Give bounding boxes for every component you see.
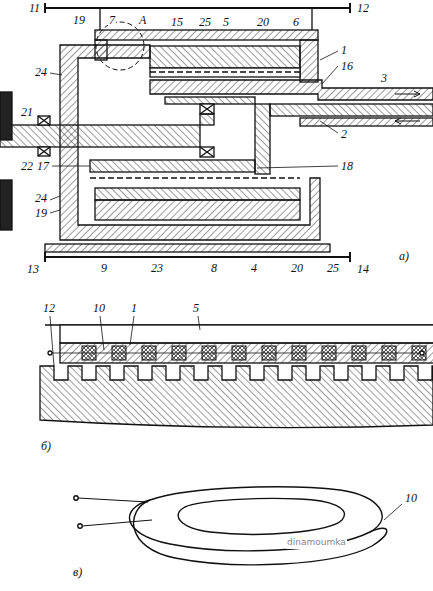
rotor-part: [95, 200, 300, 220]
rod-link: [99, 8, 100, 30]
figure-label: в): [72, 566, 83, 579]
callout-number: 19: [72, 14, 86, 27]
callout-number: 1: [340, 44, 348, 57]
shaft-flange: [255, 104, 270, 174]
bearing: [38, 116, 50, 156]
callout-number: 19: [34, 207, 48, 220]
rotor-part: [95, 188, 300, 200]
hollow-shaft: [300, 118, 433, 126]
callout-number: 24: [34, 66, 48, 79]
rotor: [165, 97, 255, 104]
callout-number: 7: [108, 14, 116, 27]
coil-window: [178, 498, 344, 534]
motion-arrow: [395, 91, 420, 97]
rod: [45, 7, 350, 9]
toothed-base: [40, 366, 433, 428]
carriage-side: [300, 40, 318, 82]
callout-number: 5: [192, 302, 200, 315]
detail-letter: A: [138, 14, 147, 27]
callout-number: 12: [356, 2, 370, 15]
callout-number: 20: [256, 16, 270, 29]
shaft: [270, 104, 433, 116]
rod-end: [44, 252, 46, 262]
motion-arrow: [395, 118, 420, 124]
leader-line: [50, 51, 338, 213]
dashed-line: [150, 71, 300, 72]
callout-number: 1: [130, 302, 138, 315]
callout-number: 2: [340, 128, 348, 141]
rotor-part: [150, 46, 300, 68]
leader-line: [384, 504, 402, 520]
terminal: [420, 351, 424, 355]
callout-number: 13: [26, 263, 40, 276]
rod-end: [349, 252, 351, 262]
callout-number: 25: [198, 16, 212, 29]
hub: [200, 114, 214, 125]
callout-number: 18: [340, 160, 354, 173]
callout-number: 21: [20, 106, 34, 119]
callout-number: 17: [36, 160, 50, 173]
callout-number: 15: [170, 16, 184, 29]
callout-number: 20: [290, 262, 304, 275]
drive-block: [0, 92, 12, 140]
carriage: [45, 244, 330, 252]
secondary-part: [60, 325, 433, 343]
rod: [45, 256, 350, 258]
figure-label: б): [40, 440, 52, 453]
shaft: [0, 125, 200, 147]
figure-a: [0, 3, 433, 262]
callout-number: 25: [326, 262, 340, 275]
drive-block: [0, 180, 12, 230]
callout-number: 10: [404, 492, 418, 505]
terminal: [78, 524, 82, 528]
callout-number: 9: [100, 262, 108, 275]
callout-number: 3: [380, 72, 388, 85]
terminal: [74, 496, 78, 500]
terminal: [48, 351, 52, 355]
callout-number: 24: [34, 192, 48, 205]
rod-end: [349, 3, 351, 13]
bearing: [200, 104, 214, 157]
callout-number: 14: [356, 263, 370, 276]
rod-link: [311, 8, 312, 30]
dashed-line: [90, 177, 300, 178]
figure-label: a): [398, 250, 410, 263]
rod-end: [44, 3, 46, 13]
callout-number: 22: [20, 160, 34, 173]
callout-number: 10: [92, 302, 106, 315]
callout-number: 11: [28, 2, 41, 15]
coil-wire: [50, 353, 422, 354]
leader-line: [50, 316, 200, 366]
carriage: [95, 30, 318, 40]
figure-c: [74, 487, 402, 565]
coil-lead: [78, 498, 152, 526]
callout-number: 4: [250, 262, 258, 275]
callout-number: 5: [222, 16, 230, 29]
rotor: [90, 160, 255, 172]
figure-b: [40, 316, 433, 428]
callout-number: 12: [42, 302, 56, 315]
callout-number: 8: [210, 262, 218, 275]
gap-strip: [150, 68, 300, 77]
callout-number: 23: [150, 262, 164, 275]
coil: [130, 487, 383, 551]
watermark: dinamoumka: [286, 536, 347, 549]
callout-number: 6: [292, 16, 300, 29]
callout-number: 16: [340, 60, 354, 73]
